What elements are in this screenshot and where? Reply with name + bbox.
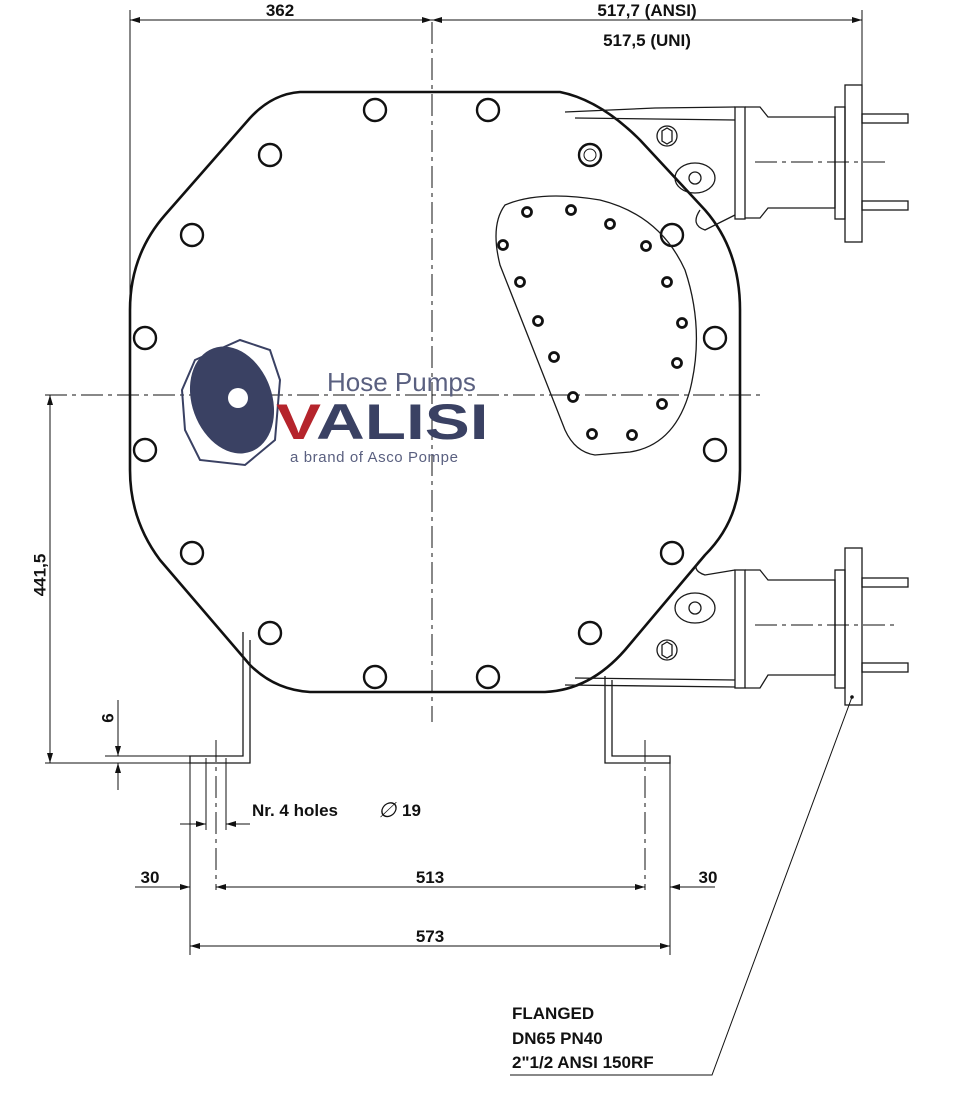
logo-brand: VALISI	[276, 394, 489, 450]
valisi-logo-mark	[180, 338, 282, 467]
logo-tagline: Hose Pumps	[327, 367, 476, 397]
top-nozzle	[564, 84, 909, 243]
holes-label: Nr. 4 holes	[252, 801, 338, 820]
bottom-dimension-lines	[135, 763, 715, 955]
bottom-nozzle	[564, 547, 909, 706]
foot-thickness-dimension-lines	[105, 700, 190, 790]
note-ansi: 2"1/2 ANSI 150RF	[512, 1053, 654, 1072]
dim-362: 362	[265, 1, 295, 20]
left-foot	[189, 632, 251, 764]
dim-6: 6	[98, 713, 118, 723]
inspection-cover	[495, 195, 698, 456]
hole-diameter: 19	[402, 801, 421, 820]
dim-30-right: 30	[698, 868, 718, 887]
dim-30-left: 30	[140, 868, 160, 887]
dim-513: 513	[415, 868, 445, 887]
body-bolts	[132, 97, 728, 690]
pump-body-outline	[128, 90, 742, 694]
top-dimension-lines	[129, 10, 863, 300]
note-dn65: DN65 PN40	[512, 1029, 603, 1048]
logo-subline: a brand of Asco Pompe	[290, 449, 459, 466]
right-foot	[604, 676, 671, 764]
dim-517-7-ansi: 517,7 (ANSI)	[597, 1, 697, 20]
note-flanged: FLANGED	[512, 1004, 595, 1023]
dim-573: 573	[415, 927, 445, 946]
dim-441-5: 441,5	[30, 553, 50, 597]
dim-517-5-uni: 517,5 (UNI)	[603, 31, 691, 50]
flange-leader	[510, 695, 854, 1076]
cover-bolts	[497, 204, 688, 441]
diameter-symbol: ∅	[378, 799, 397, 822]
